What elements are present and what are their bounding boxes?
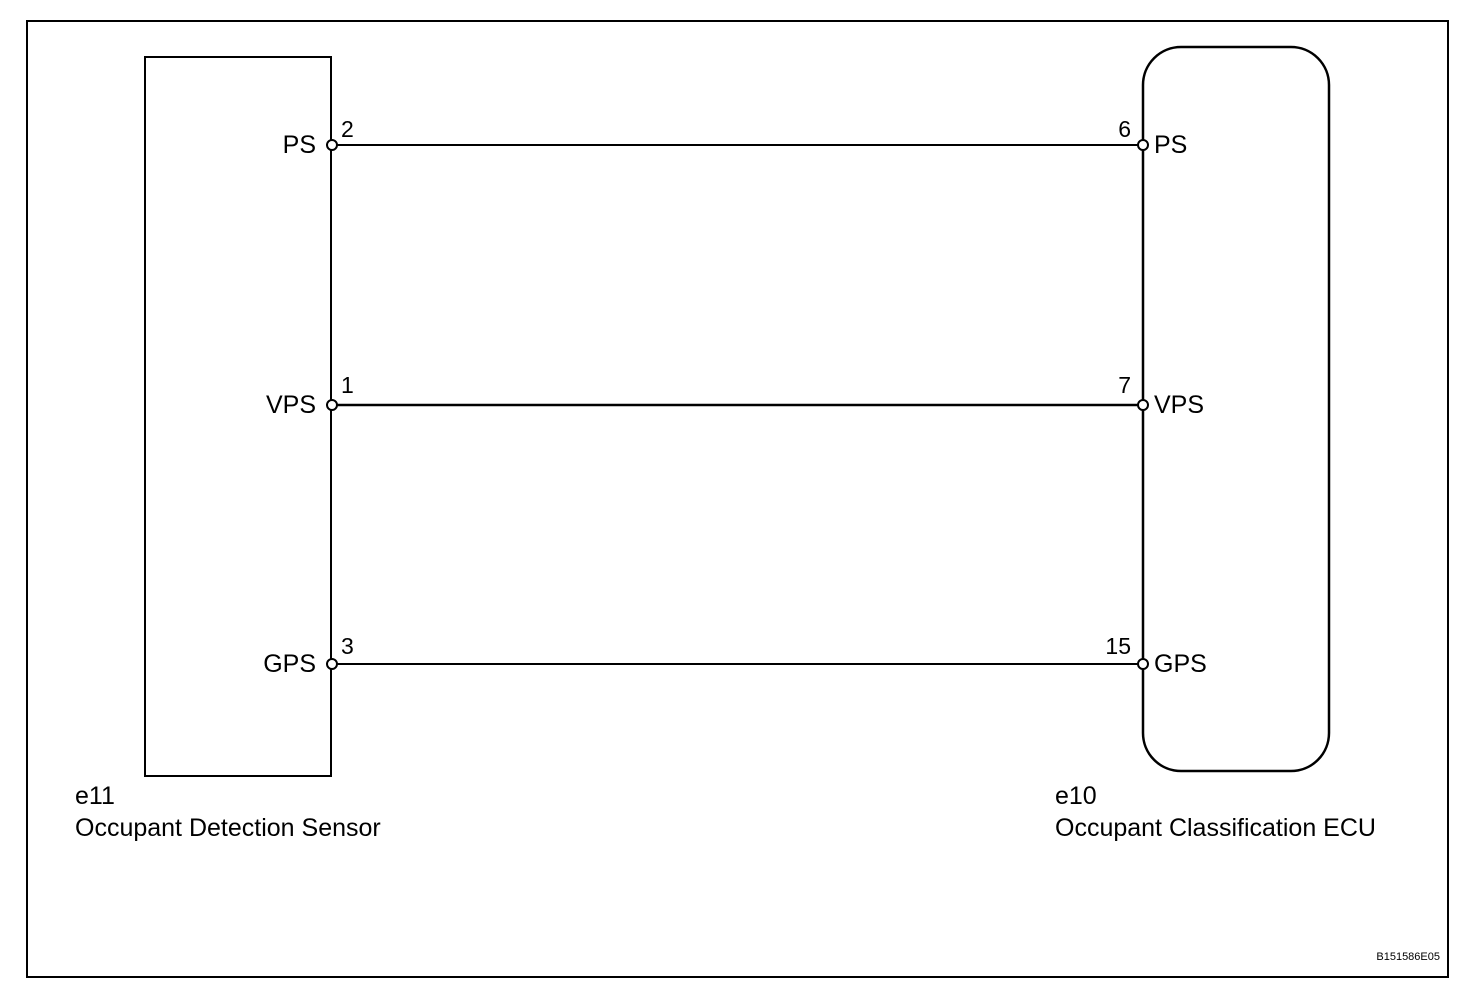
terminal-right-ps <box>1137 139 1149 151</box>
left-pin-number-ps: 2 <box>341 116 354 142</box>
right-pin-number-vps: 7 <box>1118 372 1131 398</box>
left-pin-number-vps: 1 <box>341 372 354 398</box>
terminal-left-ps <box>326 139 338 151</box>
left-pin-name-vps: VPS <box>266 391 316 419</box>
right-pin-name-ps: PS <box>1154 131 1187 159</box>
right-pin-number-gps: 15 <box>1105 633 1131 659</box>
left-pin-name-ps: PS <box>283 131 316 159</box>
right-pin-name-vps: VPS <box>1154 391 1204 419</box>
terminal-left-vps <box>326 399 338 411</box>
terminal-right-gps <box>1137 658 1149 670</box>
right-component-code: e10 <box>1055 782 1097 810</box>
right-component-name: Occupant Classification ECU <box>1055 814 1376 842</box>
left-component-name: Occupant Detection Sensor <box>75 814 381 842</box>
terminal-left-gps <box>326 658 338 670</box>
left-pin-name-gps: GPS <box>263 650 316 678</box>
diagram-frame <box>26 20 1449 978</box>
figure-code: B151586E05 <box>1376 951 1440 963</box>
left-pin-number-gps: 3 <box>341 633 354 659</box>
left-component-code: e11 <box>75 782 115 810</box>
right-pin-name-gps: GPS <box>1154 650 1207 678</box>
terminal-right-vps <box>1137 399 1149 411</box>
occupant-detection-sensor-box <box>144 56 332 777</box>
right-pin-number-ps: 6 <box>1118 116 1131 142</box>
